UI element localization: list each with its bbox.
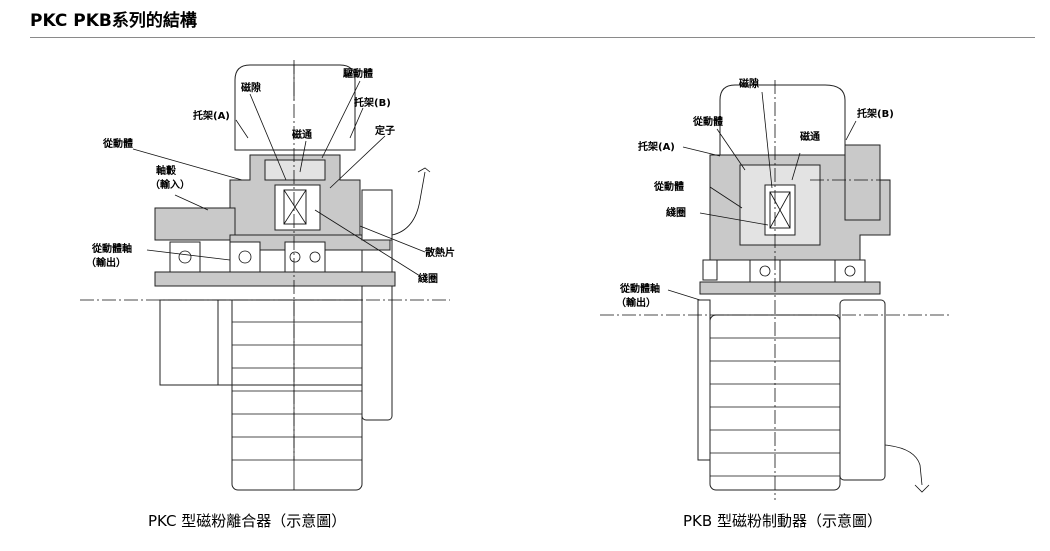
label-driven-shaft: 從動體軸 <box>91 242 132 255</box>
housing <box>699 84 891 295</box>
label-heatsink: 散熱片 <box>425 246 455 259</box>
label-gap: 磁隙 <box>241 81 261 94</box>
label-shaft-output: （輸出） <box>616 296 656 309</box>
cooling-fins <box>159 199 393 491</box>
cable <box>391 171 426 236</box>
page-title: PKC PKB系列的結構 <box>30 11 197 31</box>
label-bracket-b: 托架(B) <box>857 107 894 120</box>
label-hub: 軸轂 <box>156 164 177 177</box>
label-coil: 綫圈 <box>666 206 686 219</box>
label-coil: 綫圈 <box>418 272 438 285</box>
cable <box>884 444 923 486</box>
label-bracket-a: 托架(A) <box>193 109 230 122</box>
caption-pkb: PKB 型磁粉制動器（示意圖） <box>683 512 882 530</box>
housing <box>154 64 396 287</box>
label-shaft-output: （輸出） <box>86 256 126 269</box>
title-divider <box>30 37 1035 38</box>
label-stator: 定子 <box>375 124 395 137</box>
pkb-brake-diagram: 磁隙 從動體 磁通 托架(B) 托架(A) 從動體 綫圈 從動體軸 （輸出） <box>600 77 950 500</box>
label-flux: 磁通 <box>800 130 820 143</box>
label-bracket-b: 托架(B) <box>354 96 391 109</box>
label-gap: 磁隙 <box>739 77 759 90</box>
pkc-clutch-diagram: 磁隙 驅動體 托架(A) 磁通 托架(B) 定子 從動體 軸轂 （輸入） 從動體… <box>80 60 455 491</box>
caption-pkc: PKC 型磁粉離合器（示意圖） <box>148 512 347 530</box>
label-driven: 從動體 <box>653 180 684 193</box>
label-driven: 從動體 <box>102 137 133 150</box>
label-bracket-a: 托架(A) <box>638 140 675 153</box>
label-driven-top: 從動體 <box>692 115 723 128</box>
label-drive: 驅動體 <box>343 67 373 80</box>
label-hub-input: （輸入） <box>150 178 190 191</box>
label-driven-shaft: 從動體軸 <box>619 282 660 295</box>
label-flux: 磁通 <box>292 128 312 141</box>
cooling-fins <box>697 299 886 491</box>
